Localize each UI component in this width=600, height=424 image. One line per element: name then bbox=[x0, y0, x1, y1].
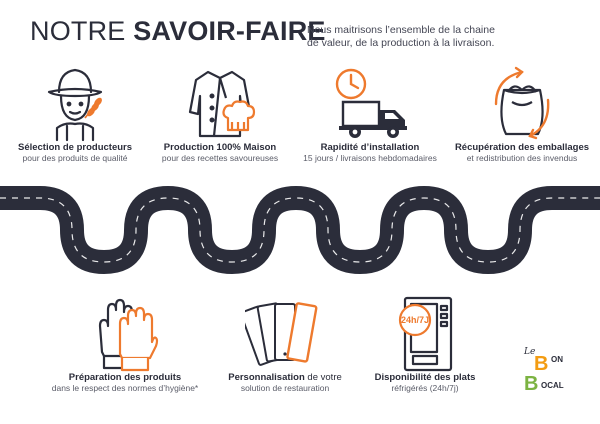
feature-title: Récupération des emballages bbox=[454, 142, 590, 153]
feature-subtitle: solution de restauration bbox=[240, 383, 330, 393]
feature-subtitle: pour des recettes savoureuses bbox=[161, 153, 279, 163]
intro-text: Nous maitrisons l’ensemble de la chaine … bbox=[307, 24, 567, 49]
feature-packaging-recovery: Récupération des emballages et redistrib… bbox=[446, 62, 598, 163]
farmer-icon bbox=[47, 68, 103, 142]
logo-on: ON bbox=[551, 355, 563, 364]
winding-road bbox=[0, 186, 600, 274]
feature-subtitle: et redistribution des invendus bbox=[466, 153, 578, 163]
bon-bocal-logo: Le B ON B OCAL bbox=[523, 347, 564, 395]
delivery-truck-icon bbox=[335, 68, 407, 138]
intro-line-2: de valeur, de la production à la livrais… bbox=[307, 36, 495, 49]
chef-jacket-icon bbox=[188, 70, 256, 138]
title-light: NOTRE bbox=[30, 16, 126, 46]
feature-dish-availability: 24h/7J Disponibilité des plats réfrigéré… bbox=[360, 292, 490, 393]
feature-product-preparation: Préparation des produits dans le respect… bbox=[40, 292, 210, 393]
logo-b2: B bbox=[524, 373, 538, 395]
page-title: NOTRE SAVOIR-FAIRE bbox=[30, 16, 326, 47]
color-swatches-icon bbox=[245, 302, 318, 366]
feature-title: Sélection de producteurs bbox=[17, 142, 133, 153]
logo-b1: B bbox=[534, 353, 548, 375]
feature-personalization: Personnalisation de votre solution de re… bbox=[210, 292, 360, 393]
feature-subtitle: réfrigérés (24h/7j) bbox=[391, 383, 459, 393]
title-bold: Personnalisation bbox=[228, 372, 305, 383]
recycling-bag-icon bbox=[494, 66, 550, 140]
feature-fast-installation: Rapidité d’installation 15 jours / livra… bbox=[295, 62, 445, 163]
intro-line-1: Nous maitrisons l’ensemble de la chaine bbox=[307, 24, 495, 36]
gloves-icon bbox=[98, 298, 159, 372]
feature-title: Préparation des produits bbox=[68, 372, 182, 383]
feature-subtitle: pour des produits de qualité bbox=[22, 153, 128, 163]
feature-homemade-production: Production 100% Maison pour des recettes… bbox=[150, 62, 290, 163]
feature-producer-selection: Sélection de producteurs pour des produi… bbox=[5, 62, 145, 163]
vending-machine-icon: 24h/7J bbox=[398, 296, 453, 372]
feature-subtitle: dans le respect des normes d’hygiène* bbox=[51, 383, 199, 393]
feature-subtitle: 15 jours / livraisons hebdomadaires bbox=[303, 153, 437, 163]
title-bold: SAVOIR-FAIRE bbox=[133, 16, 326, 46]
feature-title: Personnalisation de votre bbox=[210, 372, 360, 383]
feature-title: Disponibilité des plats bbox=[374, 372, 476, 383]
feature-title: Production 100% Maison bbox=[163, 142, 277, 153]
title-rest: de votre bbox=[304, 372, 342, 383]
vending-badge-text: 24h/7J bbox=[401, 315, 429, 325]
logo-le: Le bbox=[523, 347, 535, 357]
feature-title: Rapidité d’installation bbox=[320, 142, 420, 153]
logo-ocal: OCAL bbox=[541, 381, 564, 390]
